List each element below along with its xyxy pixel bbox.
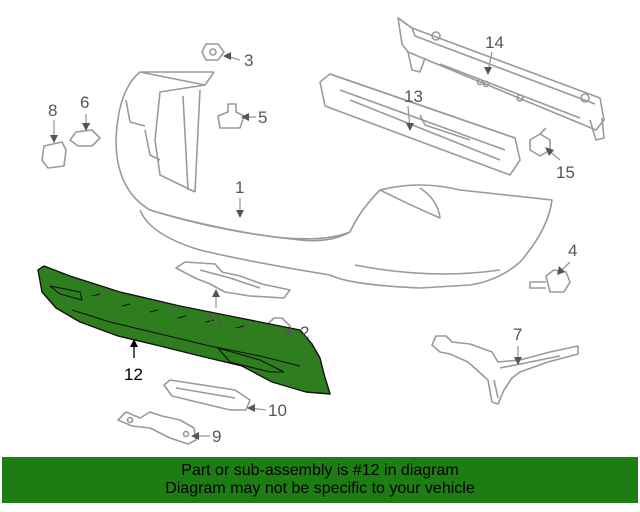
callout-2: 2 (300, 323, 309, 342)
banner-line-2: Diagram may not be specific to your vehi… (165, 480, 475, 497)
lower-valance-part-12 (37, 265, 331, 395)
info-banner: Part or sub-assembly is #12 in diagram D… (2, 457, 638, 503)
side-spacer-part (431, 335, 579, 405)
bumper-cover-part (115, 71, 553, 289)
callout-13: 13 (404, 87, 423, 106)
parts-diagram: 1 2 3 4 5 6 7 8 9 10 11 12 13 14 15 (37, 17, 605, 446)
callout-4: 4 (568, 241, 577, 260)
callout-7: 7 (513, 325, 522, 344)
reinforcement-beam-part (397, 17, 605, 141)
banner-line-1: Part or sub-assembly is #12 in diagram (181, 462, 459, 479)
callout-3: 3 (244, 51, 253, 70)
clip-5-part (217, 103, 245, 129)
cap-8-part (41, 141, 67, 169)
callout-5: 5 (258, 108, 267, 127)
absorber-part (319, 73, 521, 176)
bolt-15-part (529, 127, 551, 157)
callout-12: 12 (124, 365, 143, 384)
callout-6: 6 (80, 93, 89, 112)
callout-15: 15 (556, 163, 575, 182)
nut-3-part (201, 43, 225, 61)
callout-10: 10 (268, 401, 287, 420)
callout-14: 14 (485, 33, 504, 52)
callout-8: 8 (48, 101, 57, 120)
callout-1: 1 (235, 178, 244, 197)
bracket-9-part (117, 411, 197, 445)
callout-11: 11 (206, 311, 224, 330)
callout-9: 9 (212, 427, 221, 446)
bolt-4-part (529, 269, 571, 293)
garnish-10-part (163, 379, 251, 411)
arrowheads (50, 52, 565, 440)
bracket-11-part (175, 261, 291, 299)
arrowhead-12 (130, 339, 138, 358)
